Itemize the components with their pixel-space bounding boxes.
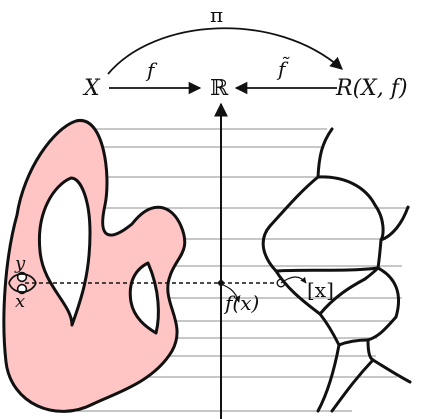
real-line-label: ℝ: [210, 76, 229, 101]
small-hole: [128, 261, 160, 335]
pink-surface: [2, 119, 187, 413]
function-f-tilde-label: f̃: [276, 57, 291, 81]
point-link-upper: [8, 273, 37, 284]
equivalence-label: [x]: [307, 278, 334, 302]
pi-label: π: [210, 3, 223, 27]
large-hole: [37, 176, 92, 327]
pi-arrow: [107, 27, 343, 75]
reeb-graph: [261, 127, 412, 413]
reeb-space-label: R(X, f): [335, 76, 408, 101]
space-X-label: X: [82, 76, 101, 101]
f-of-x-label: f(x): [223, 291, 259, 315]
point-y-label: y: [14, 253, 26, 274]
f-of-x-arrow: [220, 283, 241, 303]
point-x-label: x: [15, 291, 25, 312]
function-f-label: f: [145, 58, 158, 82]
point-link-lower: [8, 282, 37, 293]
